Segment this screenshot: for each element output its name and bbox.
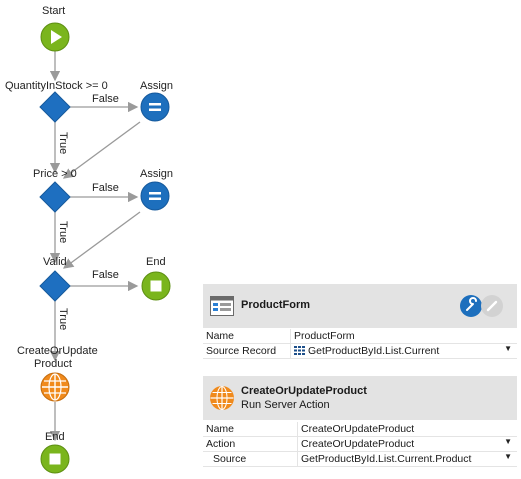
play-icon <box>40 22 70 52</box>
property-value-dropdown[interactable]: CreateOrUpdateProduct ▼ <box>297 436 517 452</box>
assign2-label: Assign <box>140 168 174 180</box>
action-panel-header: CreateOrUpdateProduct Run Server Action <box>203 376 517 420</box>
decision2-label: Price > 0 <box>33 168 77 180</box>
action-label-line1: CreateOrUpdate <box>17 345 98 357</box>
property-key: Source Record <box>203 343 291 359</box>
pencil-icon <box>486 300 498 312</box>
decision3-label: Valid <box>43 256 67 268</box>
decision3-node[interactable] <box>39 270 71 302</box>
form-properties-panel: ProductForm Name ProductForm Source Reco… <box>203 284 517 359</box>
false-label-2: False <box>92 182 119 194</box>
assign2-node[interactable] <box>140 181 170 211</box>
table-row: Name CreateOrUpdateProduct <box>203 422 517 437</box>
decision1-label: QuantityInStock >= 0 <box>5 80 108 92</box>
property-value-field[interactable]: ProductForm <box>290 329 517 344</box>
globe-icon <box>40 372 70 402</box>
property-key: Action <box>203 436 298 452</box>
assign-equals-icon <box>140 92 170 122</box>
end1-node[interactable] <box>141 271 171 301</box>
wrench-toggle-button[interactable] <box>460 295 482 317</box>
property-value: GetProductById.List.Current.Product <box>301 453 472 465</box>
stop-icon <box>40 444 70 474</box>
false-label-1: False <box>92 93 119 105</box>
assign1-label: Assign <box>140 80 174 92</box>
form-properties-grid: Name ProductForm Source Record GetProduc… <box>203 329 517 359</box>
action-panel-title: CreateOrUpdateProduct <box>241 385 367 397</box>
property-key: Name <box>203 422 298 437</box>
action-properties-grid: Name CreateOrUpdateProduct Action Create… <box>203 422 517 467</box>
connector-assign1-decision2 <box>62 121 141 179</box>
table-row: Action CreateOrUpdateProduct ▼ <box>203 436 517 452</box>
chevron-down-icon[interactable]: ▼ <box>504 452 512 461</box>
action-label-line2: Product <box>34 358 72 370</box>
false-label-3: False <box>92 269 119 281</box>
globe-icon <box>210 386 234 410</box>
table-row: Source GetProductById.List.Current.Produ… <box>203 451 517 467</box>
connector-assign2-decision3 <box>62 211 141 269</box>
end1-label: End <box>146 256 166 268</box>
action-properties-panel: CreateOrUpdateProduct Run Server Action … <box>203 376 517 467</box>
assign-equals-icon <box>140 181 170 211</box>
property-key: Source <box>203 451 298 467</box>
stop-icon <box>141 271 171 301</box>
chevron-down-icon[interactable]: ▼ <box>504 437 512 446</box>
tools-toggle-button[interactable] <box>481 295 503 317</box>
end2-node[interactable] <box>40 444 70 474</box>
property-value-dropdown[interactable]: GetProductById.List.Current.Product ▼ <box>297 451 517 467</box>
property-key: Name <box>203 329 291 344</box>
decision-diamond-icon <box>39 270 71 302</box>
decision1-node[interactable] <box>39 91 71 123</box>
assign1-node[interactable] <box>140 92 170 122</box>
form-panel-title: ProductForm <box>241 299 311 311</box>
form-panel-header: ProductForm <box>203 284 517 328</box>
grid-icon <box>294 346 305 355</box>
form-widget-icon <box>210 296 234 316</box>
table-row: Source Record GetProductById.List.Curren… <box>203 343 517 359</box>
start-node[interactable] <box>40 22 70 52</box>
decision-diamond-icon <box>39 91 71 123</box>
decision-diamond-icon <box>39 181 71 213</box>
true-label-3: True <box>57 308 69 331</box>
property-value-dropdown[interactable]: GetProductById.List.Current ▼ <box>290 343 517 359</box>
true-label-1: True <box>57 132 69 155</box>
property-value-field[interactable]: CreateOrUpdateProduct <box>297 422 517 437</box>
chevron-down-icon[interactable]: ▼ <box>504 344 512 353</box>
true-label-2: True <box>57 221 69 244</box>
action-panel-subtitle: Run Server Action <box>241 399 330 411</box>
end2-label: End <box>45 431 65 443</box>
table-row: Name ProductForm <box>203 329 517 344</box>
wrench-icon <box>466 297 477 311</box>
start-label: Start <box>42 5 66 17</box>
property-value: GetProductById.List.Current <box>308 345 440 357</box>
server-action-node[interactable] <box>40 372 70 402</box>
decision2-node[interactable] <box>39 181 71 213</box>
property-value: CreateOrUpdateProduct <box>301 438 415 450</box>
